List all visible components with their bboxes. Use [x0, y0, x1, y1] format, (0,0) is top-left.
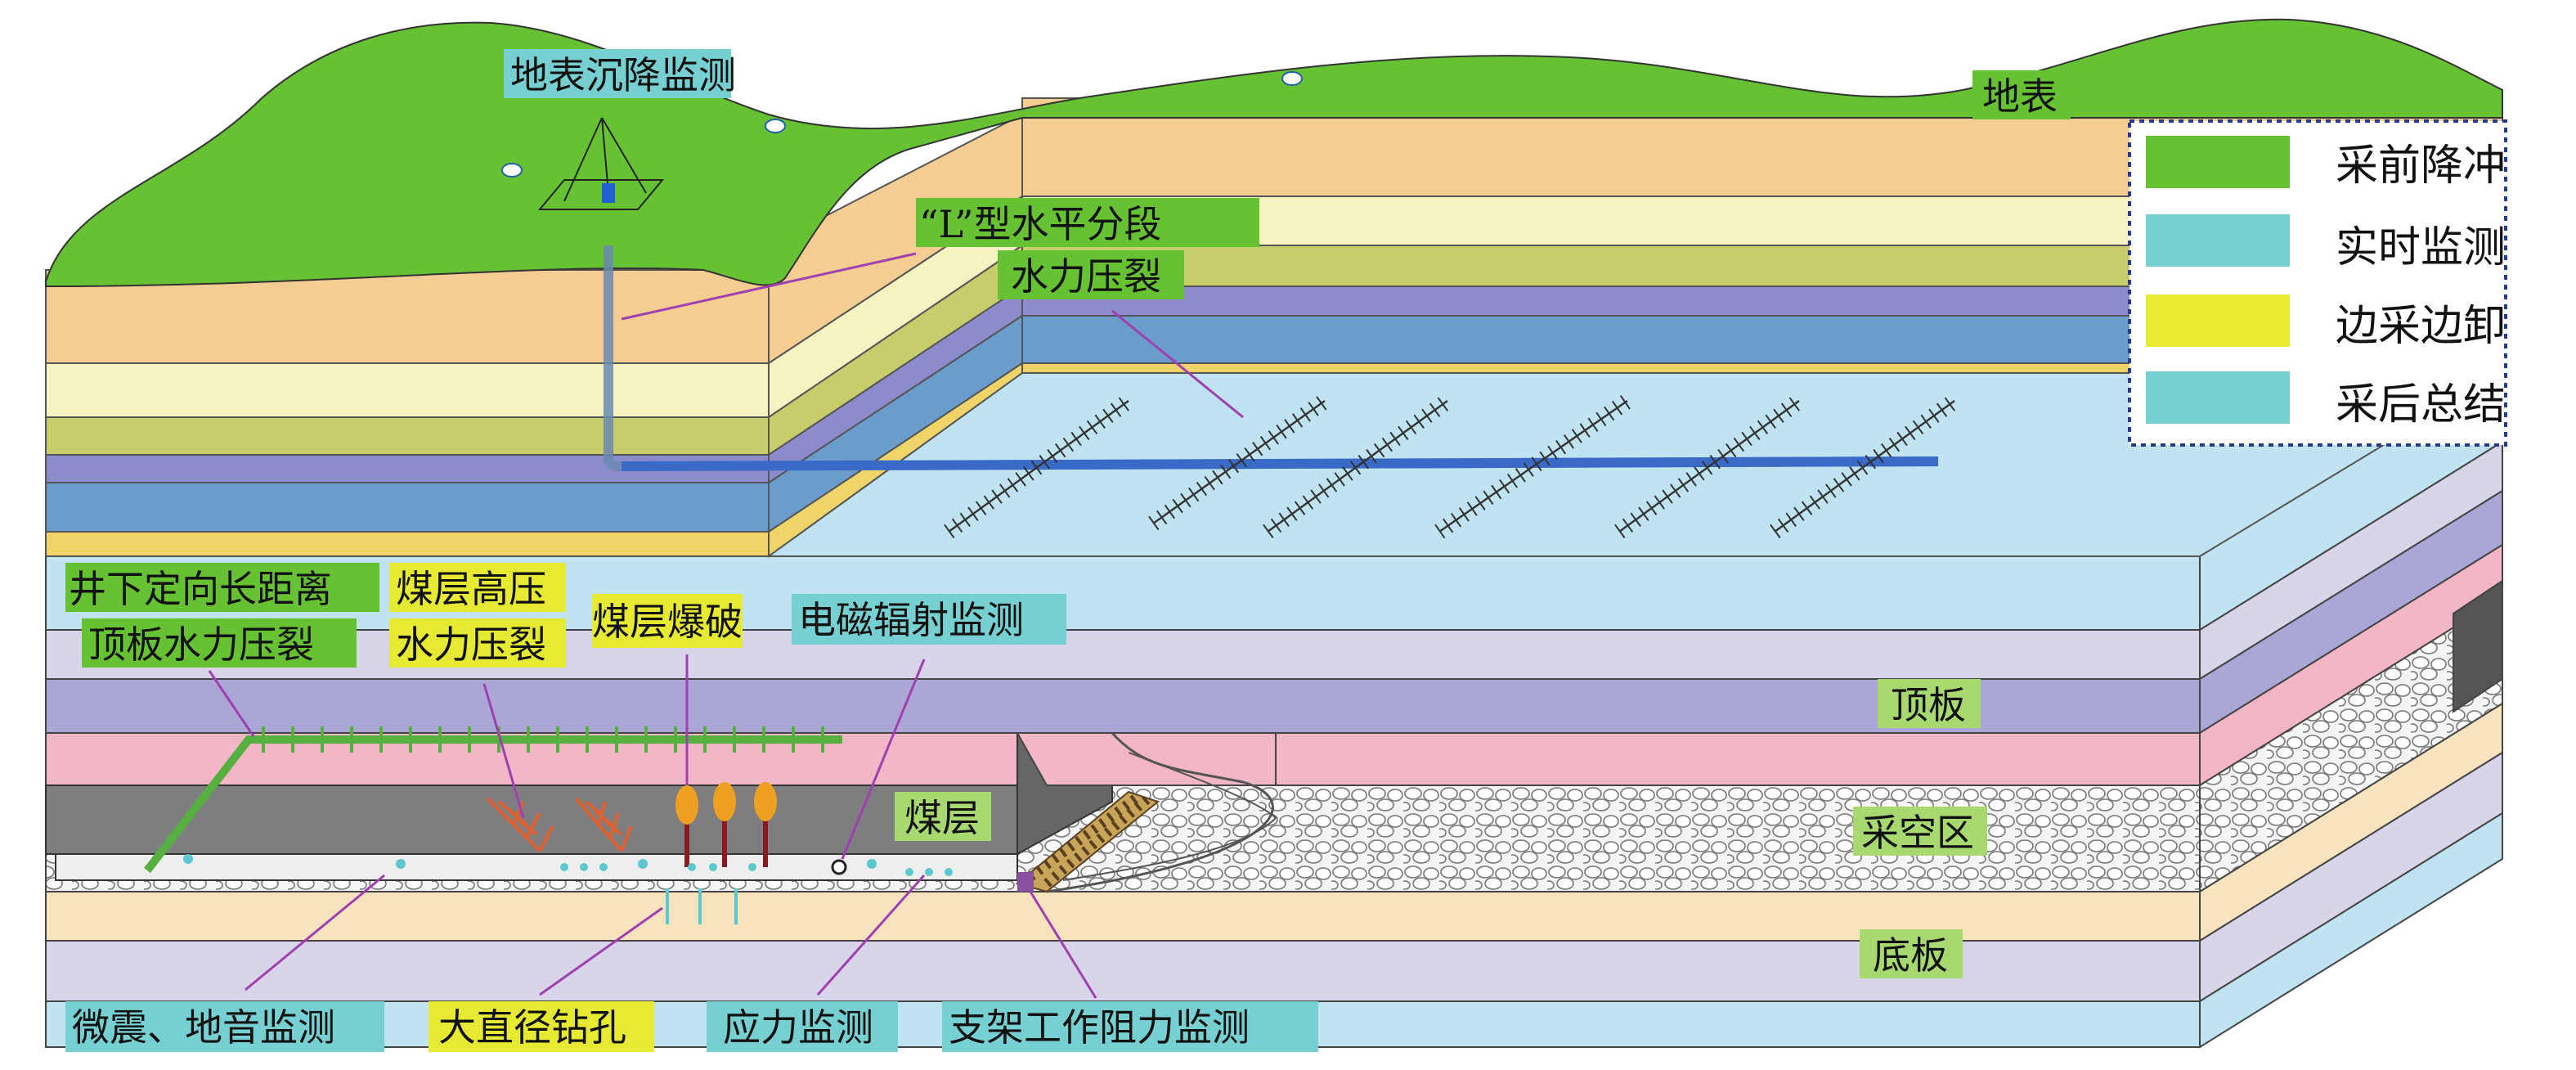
label-coal-hydraulic-fracturing: 水力压裂	[389, 618, 566, 668]
label-surface-subsidence-monitoring: 地表沉降监测	[504, 49, 736, 98]
svg-text:水力压裂: 水力压裂	[1011, 254, 1161, 299]
svg-text:微震、地音监测: 微震、地音监测	[72, 1005, 335, 1050]
fracture-1	[944, 393, 1133, 539]
fracture-3	[1263, 393, 1452, 539]
label-microseismic-monitoring: 微震、地音监测	[65, 1001, 384, 1052]
label-hydraulic-fracturing: 水力压裂	[998, 250, 1184, 299]
legend: 采前降冲 实时监测 边采边卸 采后总结	[2128, 119, 2507, 447]
label-l-type-horizontal: “L”型水平分段	[916, 198, 1259, 247]
high-pressure-fracturing-fans	[486, 797, 633, 852]
leader-lines	[208, 252, 1244, 999]
svg-text:煤层爆破: 煤层爆破	[592, 600, 743, 644]
legend-item-post-mining: 采后总结	[2146, 371, 2506, 429]
label-coal-seam: 煤层	[895, 792, 991, 841]
surface-monitoring-tripod-icon	[537, 117, 665, 210]
label-roof-hydraulic-fracturing: 顶板水力压裂	[82, 618, 357, 668]
fracture-4	[1434, 393, 1632, 539]
upper-block-front	[45, 269, 770, 557]
monitoring-points	[501, 71, 1303, 178]
svg-text:煤层高压: 煤层高压	[396, 567, 546, 611]
svg-text:支架工作阻力监测: 支架工作阻力监测	[949, 1005, 1250, 1050]
svg-text:采后总结: 采后总结	[2336, 380, 2506, 429]
svg-text:地表: 地表	[1982, 74, 2058, 119]
svg-text:煤层: 煤层	[904, 796, 980, 840]
label-em-radiation-monitoring: 电磁辐射监测	[792, 594, 1066, 645]
l-shaped-horizontal-well	[604, 245, 1939, 472]
svg-text:顶板水力压裂: 顶板水力压裂	[88, 623, 314, 667]
label-support-resistance-monitoring: 支架工作阻力监测	[942, 1001, 1318, 1052]
large-diameter-boreholes	[666, 888, 738, 924]
fracture-network	[944, 393, 1959, 539]
legend-item-pre-mining: 采前降冲	[2146, 136, 2506, 191]
fracture-6	[1770, 393, 1959, 539]
svg-text:采前降冲: 采前降冲	[2336, 142, 2506, 191]
lower-block-side	[2199, 366, 2503, 1049]
fracture-2	[1148, 393, 1330, 531]
label-goaf: 采空区	[1853, 807, 1987, 856]
svg-text:地表沉降监测: 地表沉降监测	[510, 53, 736, 97]
em-sensor-icon	[831, 859, 847, 875]
label-large-diameter-drilling: 大直径钻孔	[429, 1001, 654, 1052]
svg-text:实时监测: 实时监测	[2336, 223, 2506, 272]
label-stress-monitoring: 应力监测	[707, 1001, 898, 1052]
svg-text:边采边卸: 边采边卸	[2336, 302, 2506, 351]
fracture-5	[1614, 393, 1804, 539]
legend-item-mining-unloading: 边采边卸	[2146, 294, 2506, 351]
svg-text:底板: 底板	[1873, 933, 1948, 978]
svg-text:大直径钻孔: 大直径钻孔	[438, 1005, 626, 1050]
svg-text:水力压裂: 水力压裂	[396, 623, 546, 667]
svg-text:顶板: 顶板	[1891, 683, 1966, 727]
upper-block-step	[768, 113, 1023, 558]
label-underground-directional: 井下定向长距离	[65, 563, 379, 612]
legend-item-realtime-monitoring: 实时监测	[2146, 214, 2506, 272]
svg-text:采空区: 采空区	[1861, 811, 1974, 855]
label-coal-blasting: 煤层爆破	[592, 594, 743, 648]
svg-text:电磁辐射监测: 电磁辐射监测	[798, 598, 1024, 642]
hydraulic-support-icon	[1015, 790, 1160, 893]
sensors	[183, 854, 953, 876]
svg-text:“L”型水平分段: “L”型水平分段	[919, 202, 1162, 246]
svg-text:井下定向长距离: 井下定向长距离	[69, 567, 332, 611]
label-roof: 顶板	[1878, 679, 1981, 728]
svg-text:应力监测: 应力监测	[723, 1005, 873, 1050]
label-coal-high-pressure: 煤层高压	[389, 563, 566, 612]
blasting-charges	[675, 782, 777, 867]
label-floor: 底板	[1860, 929, 1963, 978]
label-surface: 地表	[1972, 70, 2071, 119]
roof-fracturing-borehole	[144, 726, 842, 874]
